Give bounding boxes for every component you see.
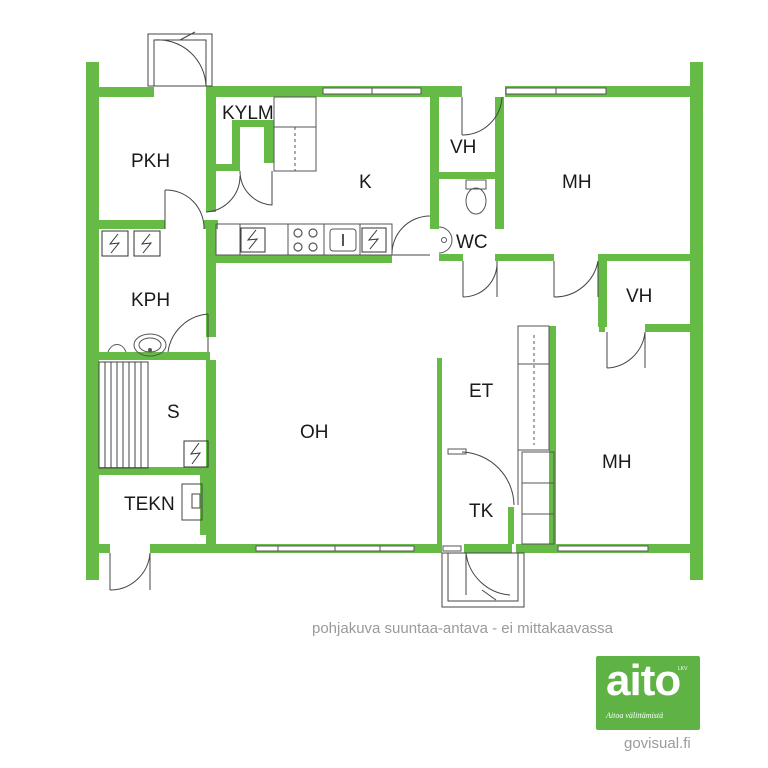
logo-word: aito (606, 656, 681, 705)
room-label-vh-1: VH (450, 137, 476, 158)
toilet-icon (465, 179, 487, 215)
room-label-k: K (359, 172, 372, 193)
aito-logo: aito LKV Aitoa välittämistä (596, 656, 700, 730)
room-label-kph: KPH (131, 290, 170, 311)
window-icon (447, 448, 467, 455)
window-icon (557, 545, 649, 552)
room-label-pkh: PKH (131, 151, 170, 172)
stove-icon (293, 228, 318, 252)
logo-tagline: Aitoa välittämistä (606, 711, 664, 720)
plan-disclaimer: pohjakuva suuntaa-antava - ei mittakaava… (312, 620, 614, 637)
room-label-et: ET (469, 381, 494, 402)
window-icon (442, 545, 462, 552)
room-label-oh: OH (300, 422, 329, 443)
technical-unit (181, 483, 203, 521)
kitchen-counter (215, 96, 393, 256)
electric-socket-icon (101, 227, 387, 468)
door-swing-icon (109, 31, 646, 608)
room-label-kylm: KYLM (222, 103, 274, 124)
walls (86, 62, 703, 580)
room-label-mh-2: MH (602, 452, 632, 473)
credit-link[interactable]: govisual.fi (624, 735, 691, 752)
room-label-s: S (167, 402, 180, 423)
room-label-tk: TK (469, 501, 494, 522)
sauna-bench-icon (98, 361, 149, 469)
room-label-wc: WC (456, 232, 488, 253)
room-label-tekn: TEKN (124, 494, 175, 515)
washbasin-icon (438, 226, 453, 254)
room-labels: PKH KYLM K VH MH WC KPH VH S ET OH MH TE… (124, 103, 652, 522)
sink-icon (329, 228, 357, 252)
room-label-vh-2: VH (626, 286, 652, 307)
logo-lkv: LKV (678, 666, 688, 672)
wardrobe (517, 325, 555, 545)
washbasin-icon (107, 333, 167, 357)
room-label-mh-1: MH (562, 172, 592, 193)
